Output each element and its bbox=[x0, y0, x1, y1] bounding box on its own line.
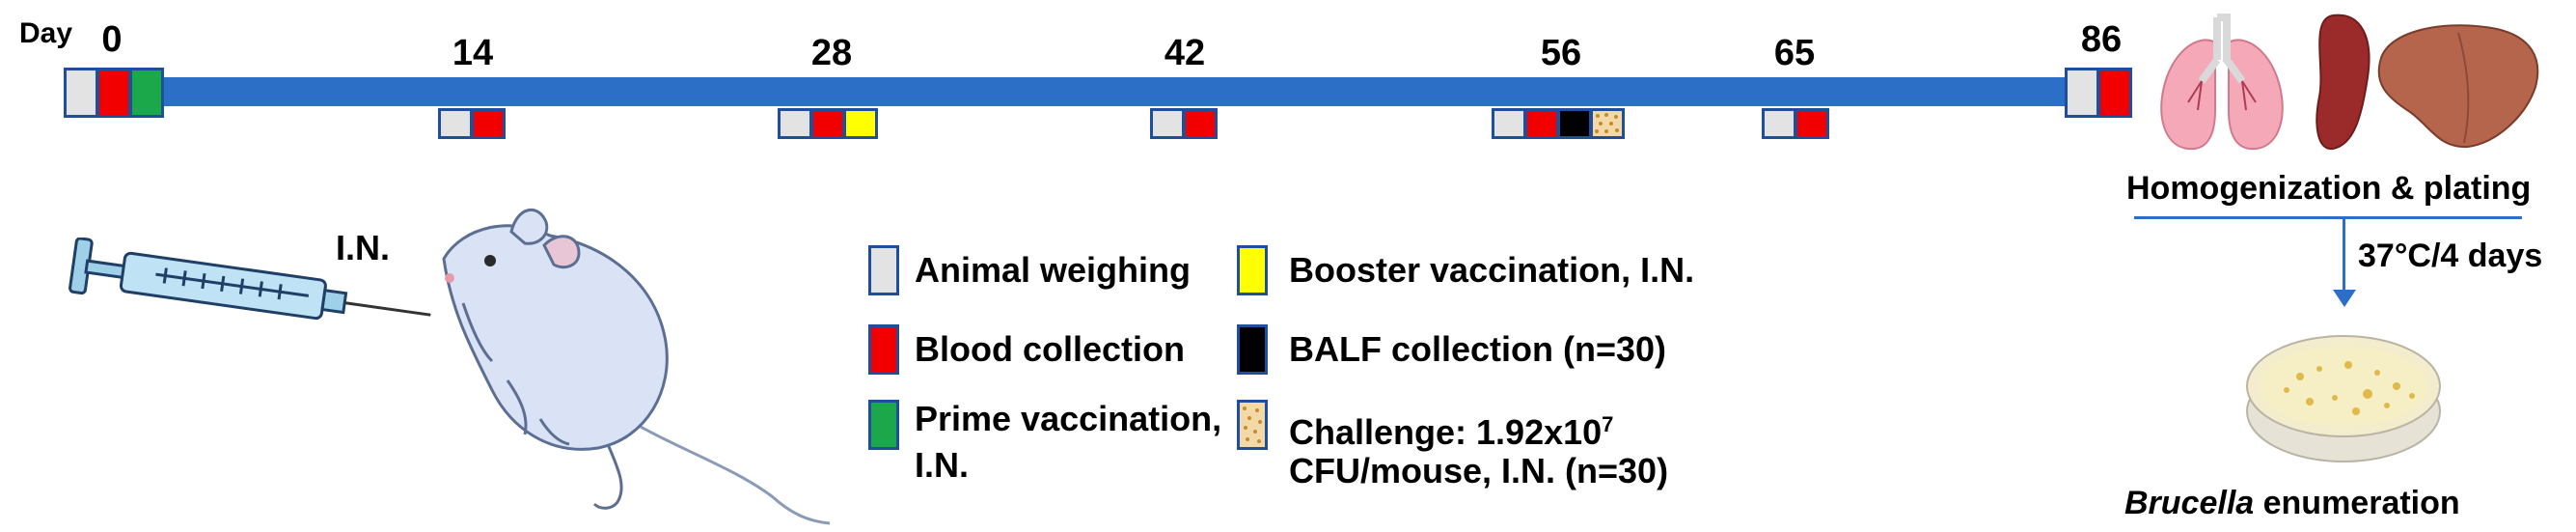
day-86-weighing-marker bbox=[2065, 68, 2099, 118]
day-42-label: 42 bbox=[1164, 33, 1206, 73]
legend-weighing-swatch bbox=[868, 245, 899, 295]
day-28-weighing-marker bbox=[778, 108, 812, 139]
legend-booster-swatch bbox=[1237, 245, 1268, 295]
day-axis-label: Day bbox=[19, 17, 73, 49]
day-86-label: 86 bbox=[2080, 19, 2123, 60]
challenge-legend-pattern-icon bbox=[1240, 403, 1265, 447]
panel-divider bbox=[2134, 216, 2522, 219]
incubation-arrow-line bbox=[2343, 218, 2345, 295]
challenge-pattern-icon bbox=[1593, 111, 1622, 136]
legend-challenge-label-line2: CFU/mouse, I.N. (n=30) bbox=[1289, 451, 1669, 490]
day-0-label: 0 bbox=[101, 19, 123, 60]
day-56-balf-marker bbox=[1557, 108, 1592, 139]
enumeration-suffix: enumeration bbox=[2254, 485, 2460, 521]
legend-prime-label-line2: I.N. bbox=[915, 445, 970, 485]
route-label: I.N. bbox=[336, 228, 391, 267]
day-56-weighing-marker bbox=[1492, 108, 1526, 139]
incubation-label: 37°C/4 days bbox=[2358, 238, 2543, 274]
homogenization-label: Homogenization & plating bbox=[2126, 170, 2532, 207]
down-arrow-icon bbox=[2333, 290, 2356, 307]
day-0-prime-marker bbox=[129, 68, 164, 118]
syringe-icon bbox=[69, 238, 431, 321]
day-14-label: 14 bbox=[452, 33, 494, 73]
legend-booster-label: Booster vaccination, I.N. bbox=[1289, 250, 1695, 290]
legend-prime-swatch bbox=[868, 400, 899, 450]
legend-challenge-label: Challenge: 1.92x107 bbox=[1289, 404, 1613, 454]
timeline-bar bbox=[162, 77, 2092, 106]
day-65-label: 65 bbox=[1773, 33, 1816, 73]
day-65-weighing-marker bbox=[1762, 108, 1796, 139]
legend-weighing-label: Animal weighing bbox=[915, 250, 1192, 290]
legend-blood-label: Blood collection bbox=[915, 329, 1186, 369]
day-56-blood-marker bbox=[1524, 108, 1559, 139]
liver-icon bbox=[2377, 24, 2539, 149]
day-65-blood-marker bbox=[1795, 108, 1829, 139]
day-56-label: 56 bbox=[1540, 33, 1582, 73]
day-28-label: 28 bbox=[810, 33, 853, 73]
day-14-blood-marker bbox=[471, 108, 506, 139]
petri-dish-icon bbox=[2246, 335, 2441, 462]
day-42-blood-marker bbox=[1183, 108, 1218, 139]
day-56-challenge-marker bbox=[1590, 108, 1625, 139]
day-0-weighing-marker bbox=[64, 68, 98, 118]
legend-challenge-swatch bbox=[1237, 400, 1268, 450]
legend-balf-swatch bbox=[1237, 324, 1268, 375]
brucella-label: Brucella bbox=[2124, 485, 2255, 521]
day-28-booster-marker bbox=[843, 108, 878, 139]
day-86-blood-marker bbox=[2097, 68, 2132, 118]
legend-balf-label: BALF collection (n=30) bbox=[1289, 329, 1667, 369]
legend-challenge-exponent: 7 bbox=[1602, 412, 1614, 436]
spleen-icon bbox=[2316, 14, 2370, 151]
enumeration-label: Brucella enumeration bbox=[2124, 485, 2460, 522]
day-42-weighing-marker bbox=[1150, 108, 1185, 139]
day-0-blood-marker bbox=[96, 68, 131, 118]
lungs-icon bbox=[2160, 14, 2284, 151]
day-28-blood-marker bbox=[810, 108, 845, 139]
mouse-illustration bbox=[442, 208, 831, 525]
legend-challenge-text: Challenge: 1.92x10 bbox=[1289, 412, 1603, 452]
day-14-weighing-marker bbox=[438, 108, 473, 139]
legend-prime-label: Prime vaccination, bbox=[915, 399, 1222, 438]
legend-blood-swatch bbox=[868, 324, 899, 375]
